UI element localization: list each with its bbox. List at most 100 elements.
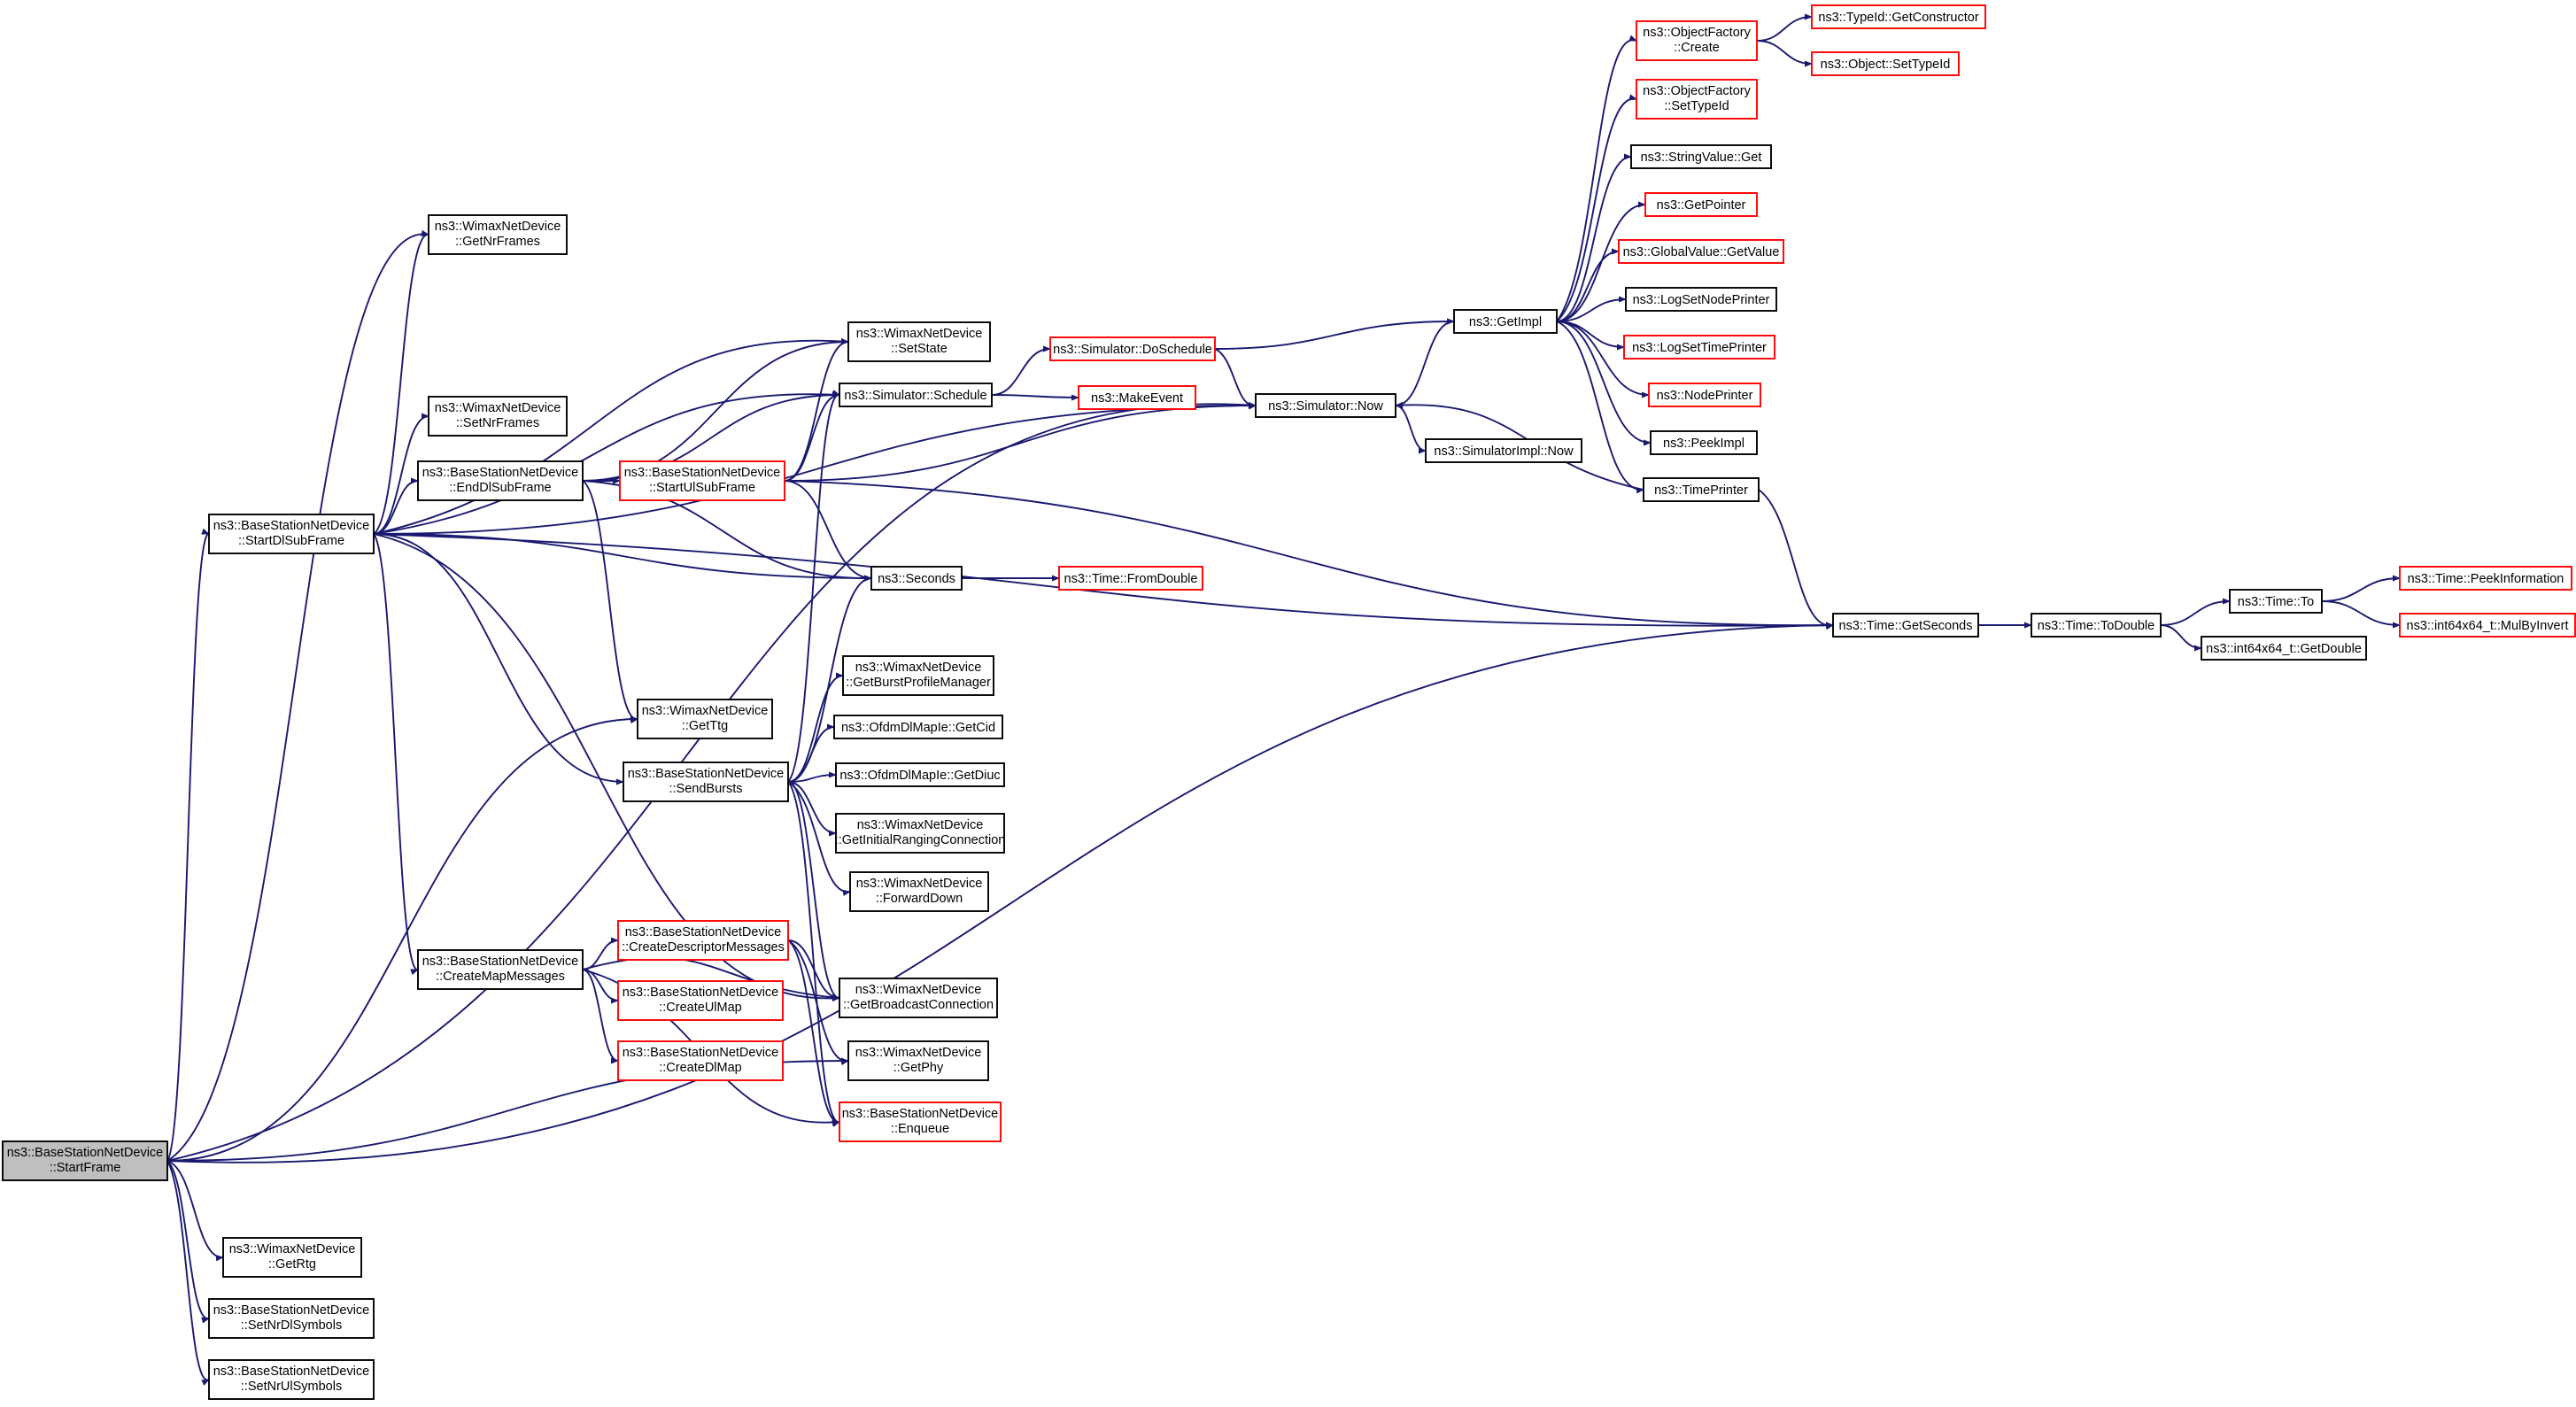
node-label: ns3::int64x64_t::GetDouble: [2206, 642, 2362, 656]
node-box: [1625, 287, 1777, 312]
edge-startdlsubframe-to-setnrframes: [373, 413, 429, 535]
node-enddlsubframe[interactable]: ns3::BaseStationNetDevice::EndDlSubFrame: [417, 460, 584, 501]
node-box: [428, 396, 568, 437]
node-createdlmap[interactable]: ns3::BaseStationNetDevice::CreateDlMap: [617, 1040, 784, 1081]
node-peekimpl[interactable]: ns3::PeekImpl: [1650, 430, 1758, 455]
node-label: ::StartDlSubFrame: [238, 534, 344, 548]
edge-startdlsubframe-to-seconds: [373, 533, 872, 582]
node-label: ns3::WimaxNetDevice: [435, 401, 561, 415]
node-forwarddown[interactable]: ns3::WimaxNetDevice::ForwardDown: [849, 871, 989, 912]
node-globalvalue[interactable]: ns3::GlobalValue::GetValue: [1618, 239, 1784, 264]
node-getphy[interactable]: ns3::WimaxNetDevice::GetPhy: [847, 1040, 989, 1081]
edge-sendbursts-to-getcid: [787, 723, 835, 783]
node-box: [839, 383, 993, 407]
node-schedule[interactable]: ns3::Simulator::Schedule: [839, 383, 993, 407]
edge-startframe-to-setnrulsymbols: [166, 1160, 210, 1386]
node-box: [2031, 613, 2162, 638]
node-box: [619, 460, 785, 501]
node-label: ::StartUlSubFrame: [649, 481, 755, 495]
node-box: [617, 980, 784, 1021]
node-getbroadcast[interactable]: ns3::WimaxNetDevice::GetBroadcastConnect…: [839, 978, 998, 1018]
node-startframe[interactable]: ns3::BaseStationNetDevice::StartFrame: [2, 1140, 168, 1181]
node-startdlsubframe[interactable]: ns3::BaseStationNetDevice::StartDlSubFra…: [208, 514, 375, 554]
node-now[interactable]: ns3::Simulator::Now: [1255, 393, 1396, 418]
node-setnrdlsymbols[interactable]: ns3::BaseStationNetDevice::SetNrDlSymbol…: [208, 1298, 375, 1339]
node-timeto[interactable]: ns3::Time::To: [2229, 589, 2323, 614]
node-getttg[interactable]: ns3::WimaxNetDevice::GetTtg: [637, 699, 773, 739]
node-timeprinter[interactable]: ns3::TimePrinter: [1643, 477, 1760, 502]
node-label: ::ForwardDown: [876, 892, 963, 906]
node-createmapmessages[interactable]: ns3::BaseStationNetDevice::CreateMapMess…: [417, 949, 584, 990]
node-getrtg[interactable]: ns3::WimaxNetDevice::GetRtg: [222, 1237, 362, 1278]
node-box: [1630, 144, 1772, 169]
node-peekinformation[interactable]: ns3::Time::PeekInformation: [2399, 566, 2572, 591]
node-box: [1623, 335, 1775, 359]
node-getnrframes[interactable]: ns3::WimaxNetDevice::GetNrFrames: [428, 214, 568, 255]
node-label: ::GetBurstProfileManager: [846, 676, 991, 690]
node-label: ::SetNrDlSymbols: [241, 1318, 342, 1333]
node-logsetnodeprinter[interactable]: ns3::LogSetNodePrinter: [1625, 287, 1777, 312]
edge-getimpl-to-logsetnodeprinter: [1556, 296, 1627, 322]
node-getdiuc[interactable]: ns3::OfdmDlMapIe::GetDiuc: [835, 762, 1005, 787]
node-label: ns3::int64x64_t::MulByInvert: [2407, 619, 2569, 633]
node-box: [849, 871, 989, 912]
node-label: ns3::SimulatorImpl::Now: [1434, 445, 1574, 459]
edge-timeto-to-mulbyinvert: [2321, 600, 2401, 629]
node-stringvalueget[interactable]: ns3::StringValue::Get: [1630, 144, 1772, 169]
node-box: [208, 514, 375, 554]
node-createdescriptor[interactable]: ns3::BaseStationNetDevice::CreateDescrip…: [617, 920, 789, 961]
node-getinitialranging[interactable]: ns3::WimaxNetDevice::GetInitialRangingCo…: [835, 813, 1006, 854]
call-edges: [166, 13, 2401, 1386]
node-fromdouble[interactable]: ns3::Time::FromDouble: [1058, 566, 1203, 591]
node-label: ::CreateMapMessages: [436, 970, 565, 984]
edge-ofcreate-to-objsettypeid: [1756, 40, 1813, 67]
node-mulbyinvert[interactable]: ns3::int64x64_t::MulByInvert: [2399, 613, 2576, 638]
node-nodeprinter[interactable]: ns3::NodePrinter: [1648, 383, 1761, 407]
node-getconstructor[interactable]: ns3::TypeId::GetConstructor: [1811, 4, 1986, 29]
node-label: ::GetInitialRangingConnection: [835, 833, 1006, 847]
node-box: [847, 1040, 989, 1081]
node-label: ::GetPhy: [893, 1061, 944, 1075]
node-getimpl[interactable]: ns3::GetImpl: [1453, 309, 1558, 334]
node-setnrulsymbols[interactable]: ns3::BaseStationNetDevice::SetNrUlSymbol…: [208, 1359, 375, 1400]
node-getburstprofilemanager[interactable]: ns3::WimaxNetDevice::GetBurstProfileMana…: [842, 655, 994, 696]
node-createulmap[interactable]: ns3::BaseStationNetDevice::CreateUlMap: [617, 980, 784, 1021]
node-label: ns3::WimaxNetDevice: [856, 877, 983, 891]
node-label: ns3::PeekImpl: [1663, 437, 1744, 451]
node-ofcreate[interactable]: ns3::ObjectFactory::Create: [1636, 20, 1758, 61]
node-enqueue[interactable]: ns3::BaseStationNetDevice::Enqueue: [839, 1102, 1002, 1142]
edge-getimpl-to-timeprinter: [1556, 321, 1644, 494]
node-box: [1058, 566, 1203, 591]
node-doschedule[interactable]: ns3::Simulator::DoSchedule: [1049, 336, 1216, 361]
node-getcid[interactable]: ns3::OfdmDlMapIe::GetCid: [833, 715, 1003, 739]
node-startulsubframe[interactable]: ns3::BaseStationNetDevice::StartUlSubFra…: [619, 460, 785, 501]
node-box: [1643, 477, 1760, 502]
node-getpointer[interactable]: ns3::GetPointer: [1644, 192, 1758, 217]
node-implnow[interactable]: ns3::SimulatorImpl::Now: [1425, 438, 1582, 463]
node-getdouble[interactable]: ns3::int64x64_t::GetDouble: [2201, 636, 2367, 661]
node-makeevent[interactable]: ns3::MakeEvent: [1078, 385, 1196, 410]
node-setstate[interactable]: ns3::WimaxNetDevice::SetState: [847, 321, 991, 362]
edge-createdescriptor-to-getphy: [787, 939, 849, 1065]
node-box: [417, 460, 584, 501]
node-label: ::GetBroadcastConnection: [843, 998, 994, 1012]
node-seconds[interactable]: ns3::Seconds: [870, 566, 963, 591]
node-box: [222, 1237, 362, 1278]
node-sendbursts[interactable]: ns3::BaseStationNetDevice::SendBursts: [623, 761, 789, 802]
edge-createmapmessages-to-createdlmap: [582, 969, 619, 1064]
edge-timeprinter-to-getseconds: [1758, 489, 1834, 630]
node-ofsettypeid[interactable]: ns3::ObjectFactory::SetTypeId: [1636, 79, 1758, 120]
node-setnrframes[interactable]: ns3::WimaxNetDevice::SetNrFrames: [428, 396, 568, 437]
node-box: [833, 715, 1003, 739]
edge-createdescriptor-to-enqueue: [787, 939, 840, 1127]
node-label: ns3::Time::ToDouble: [2038, 619, 2154, 633]
node-todouble[interactable]: ns3::Time::ToDouble: [2031, 613, 2162, 638]
node-getseconds[interactable]: ns3::Time::GetSeconds: [1832, 613, 1979, 638]
edge-todouble-to-timeto: [2160, 598, 2231, 626]
node-box: [1636, 79, 1758, 120]
node-label: ns3::WimaxNetDevice: [855, 983, 982, 997]
node-objsettypeid[interactable]: ns3::Object::SetTypeId: [1811, 51, 1960, 76]
node-label: ns3::BaseStationNetDevice: [213, 1364, 370, 1379]
edge-startdlsubframe-to-getseconds: [373, 533, 1834, 629]
node-logsettimeprinter[interactable]: ns3::LogSetTimePrinter: [1623, 335, 1775, 359]
